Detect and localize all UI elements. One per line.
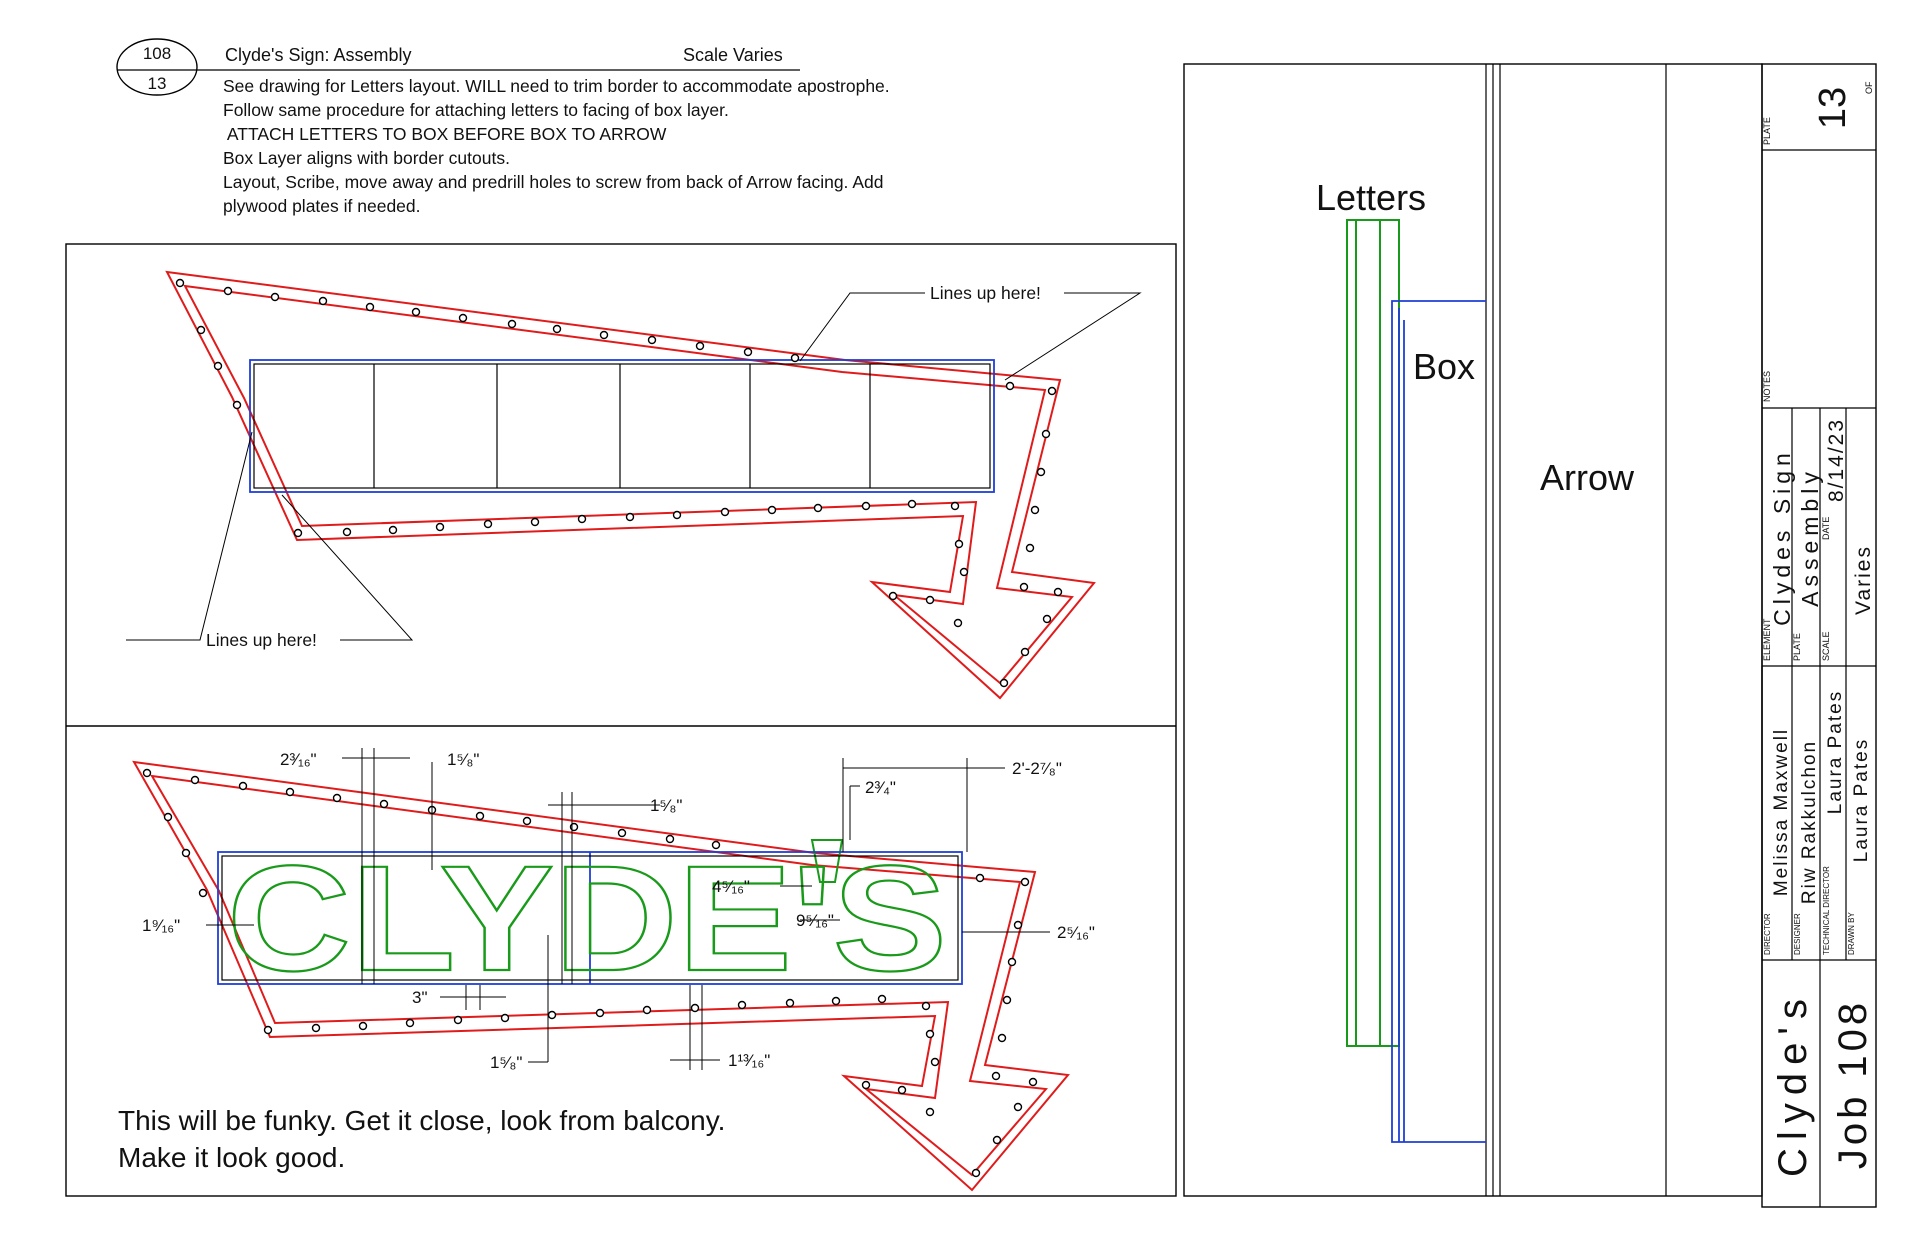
show-name: Clyde's [1771,991,1815,1177]
element-label: ELEMENT [1762,618,1772,661]
job-name: Job 108 [1831,999,1875,1169]
note-line: Box Layer aligns with border cutouts. [223,148,510,168]
arrow-border-outline [132,760,1070,1192]
drawn-label: DRAWN BY [1847,912,1856,955]
dimension-label: 1¹³⁄₁₆" [728,1051,770,1070]
scale-value: Varies [1852,545,1875,615]
title-block: PLATE 13 OF NOTES ELEMENT Clydes Sign PL… [1761,63,1877,1208]
plate-bubble [116,38,198,96]
box-label: Box [1413,346,1475,387]
arrow-label: Arrow [1540,457,1635,498]
box-inner [221,855,959,981]
plate-name-label: PLATE [1792,633,1802,661]
top-view: Lines up here! Lines up here! [126,270,1142,700]
box-outline [249,359,995,493]
dimension-label: 4⁵⁄₁₆" [712,877,750,896]
callout-leader [281,494,414,641]
mounting-holes [142,768,1038,1178]
section-view: Letters Box Arrow [1183,63,1763,1197]
note-line: ATTACH LETTERS TO BOX BEFORE BOX TO ARRO… [223,124,667,144]
dimension-label: 3" [412,988,428,1007]
dimension-label: 2⁵⁄₁₆" [1057,923,1095,942]
arrow-border-inner [150,774,1049,1177]
note-line: See drawing for Letters layout. WILL nee… [223,76,890,96]
arrow-border-outline [165,270,1096,700]
note-line: Follow same procedure for attaching lett… [223,100,729,120]
views-frame [65,243,1177,1197]
director-label: DIRECTOR [1763,913,1772,955]
dimension-label: 2³⁄₄" [865,778,896,797]
note-line: Layout, Scribe, move away and predrill h… [223,172,883,192]
td-value: Laura Pates [1825,690,1846,814]
dimension-lines [206,748,1050,1070]
plate-number: 13 [148,74,167,93]
mounting-holes [175,278,1063,688]
callout-leader [1004,292,1142,381]
section-frame [1183,63,1763,1197]
of-label: OF [1864,81,1874,94]
designer-label: DESIGNER [1793,913,1802,955]
dimension-label: 2'-2⁷⁄₈" [1012,759,1062,778]
element-value: Clydes Sign [1769,448,1795,626]
plate-value: 13 [1812,87,1854,129]
box-layer [1391,300,1486,1143]
notes-label: NOTES [1762,371,1772,402]
job-number: 108 [143,44,171,63]
plate-name-value: Assembly [1797,467,1823,607]
bottom-view: CLYDE'S [118,748,1095,1192]
dimension-label: 1⁵⁄₈" [447,750,479,769]
drawn-value: Laura Pates [1851,738,1872,862]
callout-label: Lines up here! [206,630,317,650]
plate-scale: Scale Varies [683,45,783,65]
director-value: Melissa Maxwell [1771,728,1792,896]
bottom-note: This will be funky. Get it close, look f… [118,1105,725,1136]
callout-label: Lines up here! [930,283,1041,303]
bottom-note: Make it look good. [118,1142,345,1173]
dimension-label: 2³⁄₁₆" [280,750,317,769]
box-inner [253,363,991,489]
note-line: plywood plates if needed. [223,196,421,216]
scale-label: SCALE [1821,631,1831,661]
td-label: TECHNICAL DIRECTOR [1822,866,1831,955]
apostrophe-letter [810,839,844,883]
dimension-label: 1⁹⁄₁₆" [142,916,180,935]
header: 108 13 Clyde's Sign: Assembly Scale Vari… [116,38,890,216]
date-label: DATE [1821,517,1831,540]
dimension-label: 1⁵⁄₈" [490,1053,522,1072]
designer-value: Riw Rakkulchon [1799,740,1820,904]
dimension-label: 1⁵⁄₈" [650,796,682,815]
plate-label: PLATE [1762,117,1772,145]
dimension-label: 9⁵⁄₁₆" [796,911,834,930]
plate-title: Clyde's Sign: Assembly [225,45,412,65]
sign-letters: CLYDE'S [227,834,947,1002]
callout-leader [126,431,253,641]
callout-leader [799,292,925,362]
letters-label: Letters [1316,177,1426,218]
date-value: 8/14/23 [1825,418,1848,502]
